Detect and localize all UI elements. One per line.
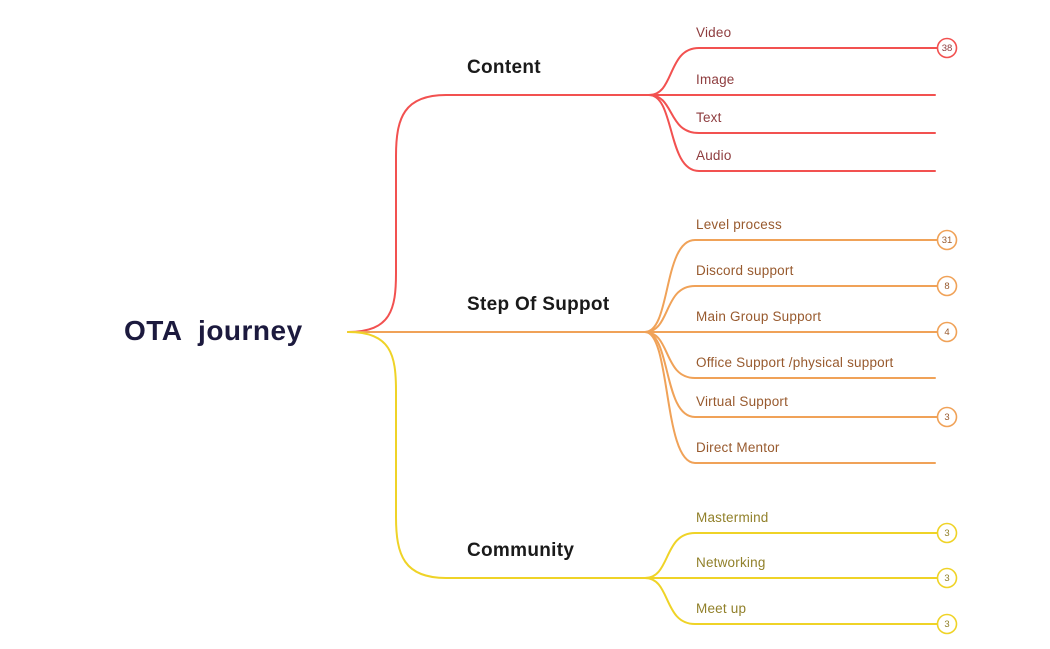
child-node-virtual-support[interactable]: Virtual Support: [696, 394, 789, 409]
child-node-office-support-physical-support[interactable]: Office Support /physical support: [696, 355, 894, 370]
count-badge-virtual-support[interactable]: [936, 406, 958, 428]
connector-mastermind: [644, 532, 938, 579]
count-badge-meet-up[interactable]: [936, 613, 958, 635]
root-node[interactable]: OTA journey: [124, 315, 303, 346]
count-badge-value-level-process: 31: [942, 235, 953, 246]
count-badge-value-meet-up: 3: [944, 619, 949, 630]
connector-direct-mentor: [644, 331, 936, 464]
count-badge-value-virtual-support: 3: [944, 412, 949, 423]
count-badge-level-process[interactable]: [936, 229, 958, 251]
count-badge-value-main-group-support: 4: [944, 327, 949, 338]
count-badge-discord-support[interactable]: [936, 275, 958, 297]
child-node-level-process[interactable]: Level process: [696, 217, 782, 232]
branch-node-community[interactable]: Community: [467, 540, 575, 561]
count-badge-value-mastermind: 3: [944, 528, 949, 539]
count-badge-value-discord-support: 8: [944, 281, 949, 292]
count-badge-main-group-support[interactable]: [936, 321, 958, 343]
count-badge-value-networking: 3: [944, 573, 949, 584]
child-node-discord-support[interactable]: Discord support: [696, 263, 794, 278]
branch-node-step-of-suppot[interactable]: Step Of Suppot: [467, 294, 610, 315]
connector-video: [648, 47, 938, 96]
child-node-image[interactable]: Image: [696, 72, 735, 87]
connector-text: [648, 94, 936, 134]
child-node-mastermind[interactable]: Mastermind: [696, 510, 769, 525]
connector-meet-up: [644, 577, 938, 625]
child-node-audio[interactable]: Audio: [696, 148, 732, 163]
connector-root-content: [347, 94, 650, 333]
connector-virtual-support: [644, 331, 938, 418]
connector-level-process: [644, 239, 938, 333]
child-node-main-group-support[interactable]: Main Group Support: [696, 309, 822, 324]
connector-root-community: [347, 331, 646, 579]
count-badge-networking[interactable]: [936, 567, 958, 589]
count-badge-mastermind[interactable]: [936, 522, 958, 544]
branch-node-content[interactable]: Content: [467, 57, 541, 78]
child-node-text[interactable]: Text: [696, 110, 722, 125]
child-node-video[interactable]: Video: [696, 25, 732, 40]
connector-discord-support: [644, 285, 938, 333]
child-node-direct-mentor[interactable]: Direct Mentor: [696, 440, 780, 455]
child-node-meet-up[interactable]: Meet up: [696, 601, 747, 616]
child-node-networking[interactable]: Networking: [696, 555, 766, 570]
connector-audio: [648, 94, 936, 172]
count-badge-video[interactable]: [936, 37, 958, 59]
count-badge-value-video: 38: [942, 43, 953, 54]
